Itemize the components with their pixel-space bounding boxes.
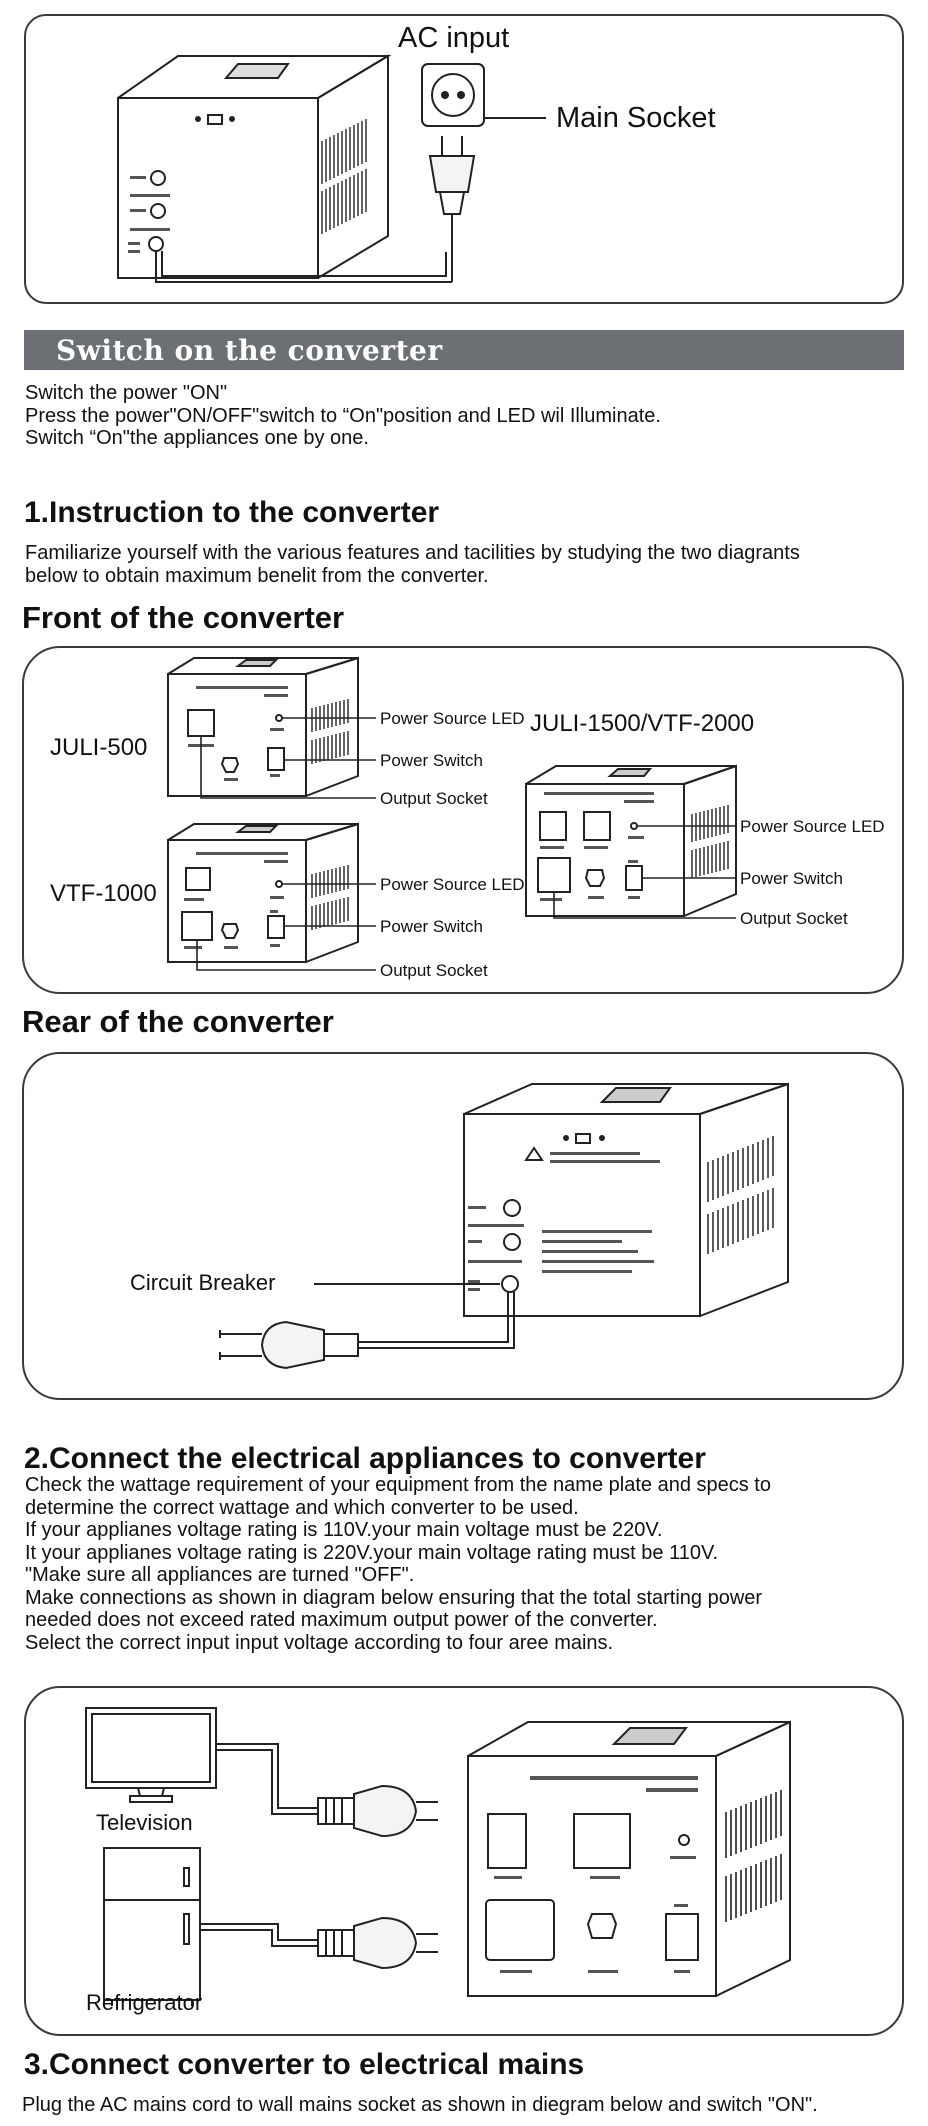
label-output-socket: Output Socket [380, 789, 488, 808]
instruction-line: below to obtain maximum benelit from the… [25, 564, 489, 587]
instruction-heading: 1.Instruction to the converter [24, 496, 440, 529]
model-juli-1500-vtf-2000: JULI-1500/VTF-2000 [530, 710, 755, 737]
model-juli-500: JULI-500 [50, 734, 148, 761]
carry-handle [223, 63, 290, 79]
ac-input-diagram [117, 54, 546, 283]
mains-heading: 3.Connect converter to electrical mains [24, 2048, 585, 2081]
switch-on-banner: Switch on the converter [24, 330, 904, 370]
appliance-plug-tv [317, 1784, 438, 1838]
converter-box-side [317, 54, 389, 279]
juli500-tiny-text [188, 686, 288, 781]
label-power-source-led: Power Source LED [380, 709, 525, 728]
connect-line: determine the correct wattage and which … [25, 1496, 579, 1519]
connect-line: Make connections as shown in diagram bel… [25, 1586, 763, 1609]
refrigerator-icon [103, 1847, 201, 2006]
connect-line: Select the correct input input voltage a… [25, 1631, 614, 1654]
rear-heading: Rear of the converter [22, 1004, 334, 1039]
circuit-breaker-label: Circuit Breaker [130, 1270, 276, 1295]
appliances-diagram [85, 1707, 791, 2006]
switch-on-line: Switch the power "ON" [25, 382, 228, 404]
juli1500-tiny-text [540, 792, 654, 901]
appliance-cords [200, 1743, 318, 1947]
ac-cord [155, 251, 452, 283]
instruction-line: Familiarize yourself with the various fe… [25, 542, 800, 564]
vtf1000-vents [311, 865, 349, 930]
front-heading: Front of the converter [22, 600, 345, 635]
juli500-vents [311, 699, 349, 764]
juli1500-unit [525, 764, 737, 917]
label-power-source-led: Power Source LED [740, 817, 885, 836]
label-power-switch: Power Switch [380, 751, 483, 770]
connect-text: Check the wattage requirement of your eq… [25, 1474, 771, 1654]
juli500-callouts [200, 717, 376, 799]
tiny-panel-text-ac [128, 176, 170, 253]
vtf1000-callouts [196, 883, 376, 971]
switch-on-line: Press the power"ON/OFF"switch to “On"pos… [25, 404, 661, 427]
front-diagram [167, 656, 737, 971]
juli1500-callouts [553, 825, 736, 919]
vent-slats-ac [321, 119, 367, 234]
television-label: Television [96, 1810, 193, 1835]
label-power-switch: Power Switch [740, 869, 843, 888]
connect-line: Check the wattage requirement of your eq… [25, 1474, 771, 1496]
rear-diagram [219, 1082, 789, 1370]
large-converter-vents [725, 1790, 782, 1922]
rear-panel: Circuit Breaker [22, 1052, 904, 1400]
instruction-text: Familiarize yourself with the various fe… [25, 542, 800, 587]
rear-tiny-text [468, 1152, 660, 1291]
ac-plug [428, 136, 476, 282]
juli500-unit [167, 656, 359, 797]
model-vtf-1000: VTF-1000 [50, 880, 157, 907]
wall-socket [421, 63, 546, 127]
switch-on-line: Switch “On"the appliances one by one. [25, 427, 369, 449]
large-converter-tiny-text [494, 1776, 698, 1973]
connect-line: It your applianes voltage rating is 220V… [25, 1541, 719, 1564]
ac-input-title: AC input [398, 22, 510, 54]
rear-cord-and-plug [219, 1283, 515, 1370]
switch-on-banner-title: Switch on the converter [56, 334, 443, 367]
front-panel: JULI-500 VTF-1000 JULI-1500/VTF-2000 Pow… [22, 646, 904, 994]
vtf1000-tiny-text [184, 852, 288, 949]
appliances-panel: Television Refrigerator [24, 1686, 904, 2036]
connect-line: "Make sure all appliances are turned "OF… [25, 1564, 415, 1586]
label-power-switch: Power Switch [380, 917, 483, 936]
main-socket-label: Main Socket [556, 102, 716, 134]
label-power-source-led: Power Source LED [380, 875, 525, 894]
ac-input-panel: AC input Main Socket [24, 14, 904, 304]
television-icon [85, 1707, 217, 1803]
appliance-plug-fridge [317, 1916, 438, 1970]
large-converter-unit [467, 1720, 791, 1997]
label-output-socket: Output Socket [740, 909, 848, 928]
connect-line: needed does not exceed rated maximum out… [25, 1609, 658, 1631]
refrigerator-label: Refrigerator [86, 1990, 203, 2015]
label-output-socket: Output Socket [380, 961, 488, 980]
rear-converter-box [463, 1082, 789, 1317]
juli1500-vents [691, 805, 729, 878]
mains-text: Plug the AC mains cord to wall mains soc… [22, 2094, 818, 2116]
switch-on-text: Switch the power "ON" Press the power"ON… [25, 382, 661, 450]
rear-vents [707, 1136, 774, 1254]
connect-heading: 2.Connect the electrical appliances to c… [24, 1442, 706, 1475]
connect-line: If your applianes voltage rating is 110V… [25, 1519, 663, 1541]
